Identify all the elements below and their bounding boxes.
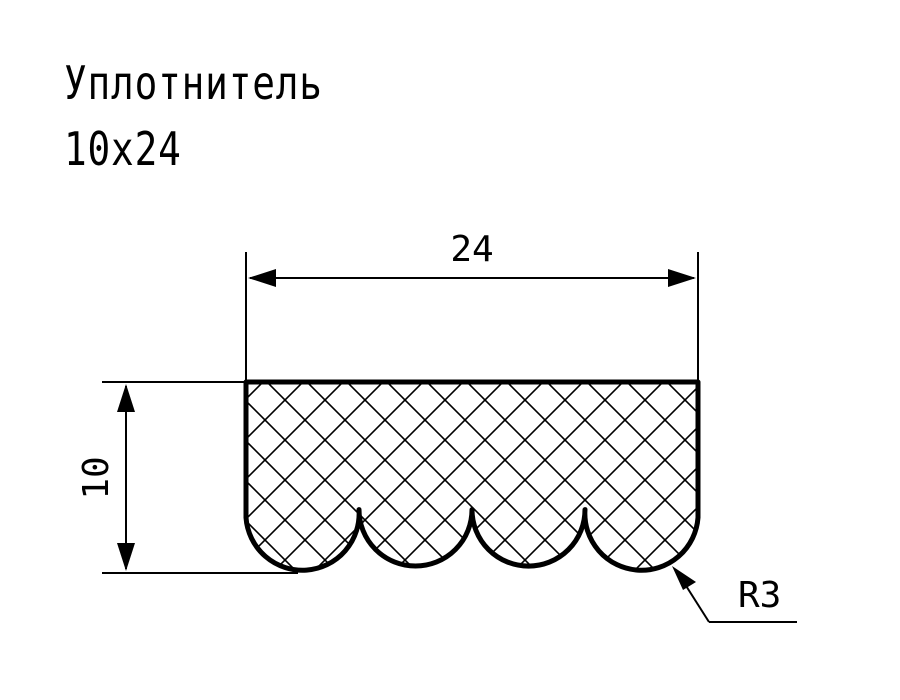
height-arrow-bottom xyxy=(117,543,135,571)
profile-name: Уплотнитель xyxy=(64,56,323,110)
width-label: 24 xyxy=(450,229,493,270)
profile-outline xyxy=(243,379,701,573)
width-arrow-left xyxy=(248,269,276,287)
width-arrow-right xyxy=(668,269,696,287)
profile-size: 10x24 xyxy=(64,122,182,176)
radius-label: R3 xyxy=(738,575,781,616)
height-label: 10 xyxy=(76,456,117,499)
radius-arrow xyxy=(672,566,696,590)
profile-hatching xyxy=(246,382,698,571)
height-arrow-top xyxy=(117,384,135,412)
